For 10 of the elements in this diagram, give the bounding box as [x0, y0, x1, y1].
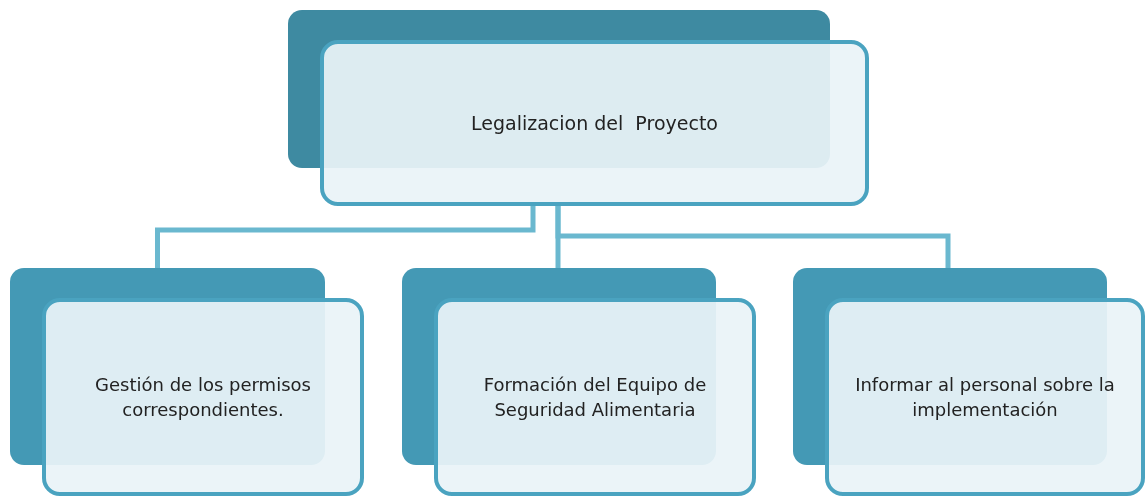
process-box: [42, 298, 364, 496]
box-label: Legalizacion del Proyecto: [471, 110, 718, 136]
box-label: Informar al personal sobre la implementación: [854, 372, 1116, 422]
box-label: Gestión de los permisos correspondientes.: [94, 372, 312, 422]
process-box: [825, 298, 1145, 496]
process-box: [434, 298, 756, 496]
process-box: [320, 40, 869, 206]
connector-line: [155, 206, 536, 268]
connector-line: [555, 206, 951, 268]
box-label: Formación del Equipo de Seguridad Alimentaria: [482, 372, 708, 422]
